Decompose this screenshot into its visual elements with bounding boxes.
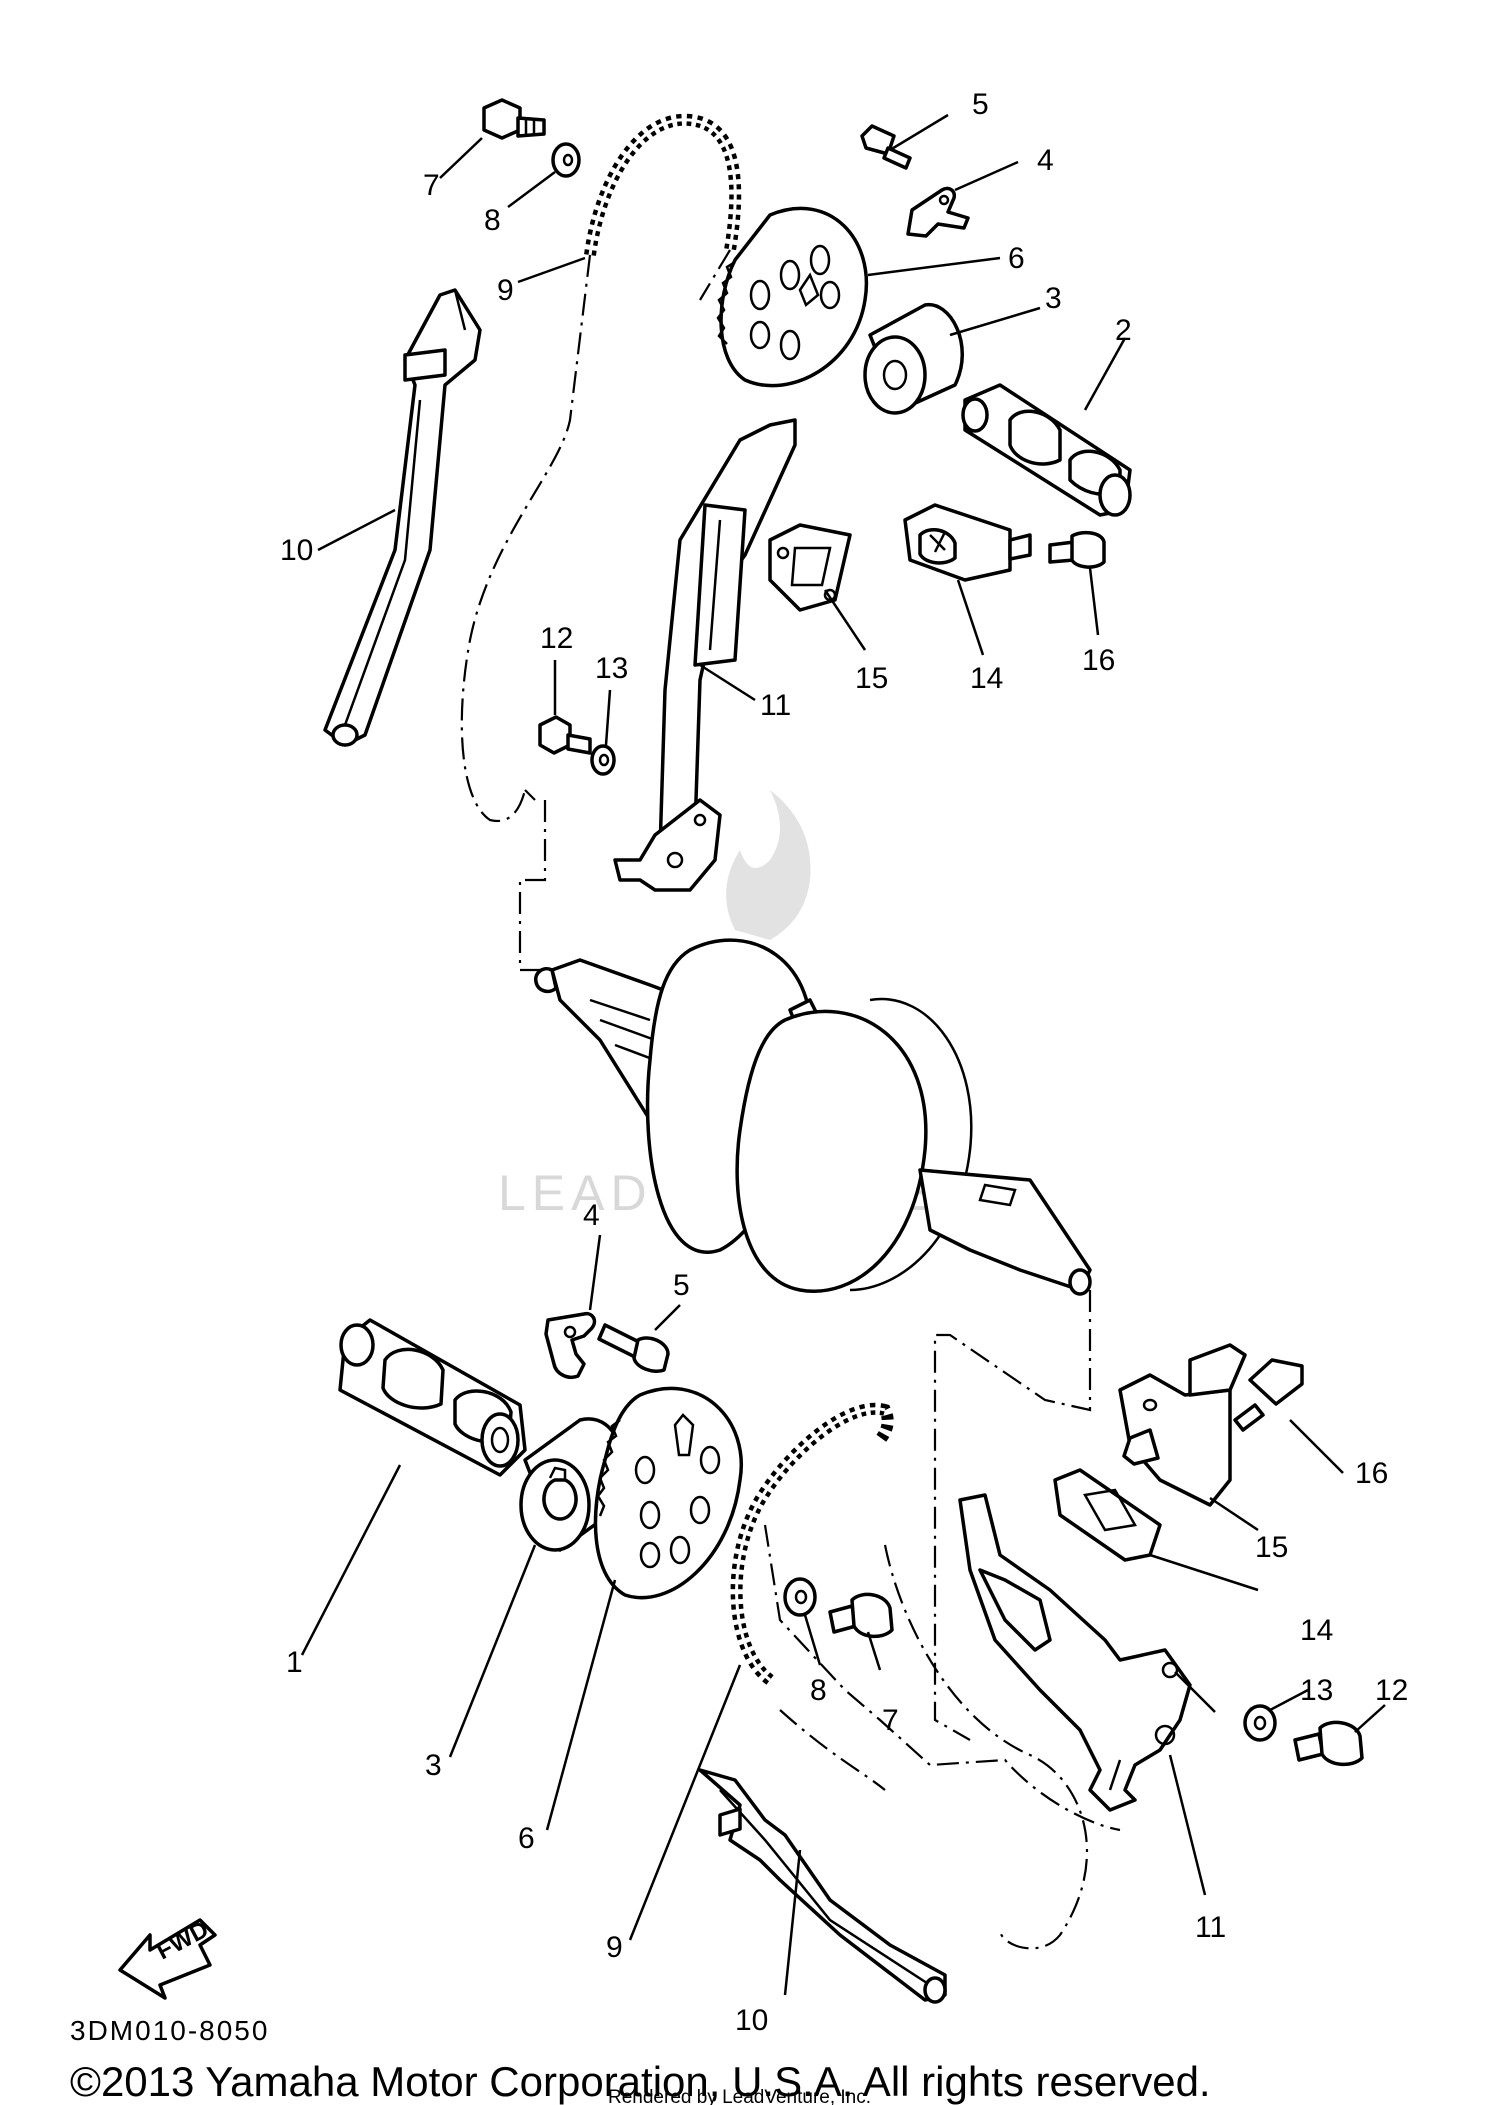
callout-9-lower: 9 <box>606 1931 623 1964</box>
part-6-cam-sprocket-lower <box>593 1386 743 1600</box>
callout-8-lower: 8 <box>810 1674 827 1707</box>
callout-11-upper: 11 <box>760 689 791 722</box>
part-8-washer-lower <box>783 1577 817 1617</box>
callout-13-upper: 13 <box>595 652 628 685</box>
part-16-bolt-upper <box>1048 530 1106 569</box>
part-10-chain-guide-lower <box>698 1768 947 2004</box>
callout-numbers-upper: 7 8 9 10 5 4 6 3 2 15 14 16 12 13 11 <box>280 88 1132 722</box>
part-11-guide-arm-upper <box>613 418 797 892</box>
part-11-guide-arm-lower <box>958 1493 1192 1812</box>
part-12-bolt-upper <box>538 715 592 755</box>
chain-path-lines <box>460 249 1121 1950</box>
part-3-collar-upper <box>863 303 965 415</box>
callout-7-lower: 7 <box>882 1704 899 1737</box>
part-14-tensioner-lower <box>1118 1343 1247 1507</box>
part-13-washer-upper <box>590 744 616 776</box>
part-10-chain-guide-upper <box>323 288 482 747</box>
callout-5-upper: 5 <box>972 88 989 121</box>
part-9-cam-chain-upper <box>584 113 742 256</box>
part-15-gasket-lower <box>1053 1468 1162 1562</box>
callout-4-lower: 4 <box>583 1199 600 1232</box>
part-5-bolt-lower <box>597 1323 670 1373</box>
part-12-bolt-lower <box>1293 1720 1364 1767</box>
callout-10-upper: 10 <box>280 534 313 567</box>
callout-14-lower: 14 <box>1300 1614 1333 1647</box>
part-14-tensioner-upper <box>903 503 1032 582</box>
callout-3-upper: 3 <box>1045 282 1062 315</box>
callout-1-lower: 1 <box>286 1646 303 1679</box>
part-5-bolt-upper <box>860 124 912 170</box>
callout-15-upper: 15 <box>855 662 888 695</box>
callout-2-upper: 2 <box>1115 314 1132 347</box>
callout-5-lower: 5 <box>673 1269 690 1302</box>
rendered-by: Rendered by LeadVenture, Inc. <box>608 2087 871 2105</box>
part-13-washer-lower <box>1243 1704 1277 1742</box>
part-8-washer-upper <box>551 142 581 178</box>
part-4-plate-lower <box>544 1311 597 1379</box>
callout-16-lower: 16 <box>1355 1457 1388 1490</box>
callout-8-upper: 8 <box>484 204 501 237</box>
part-9-cam-chain-lower <box>730 1402 894 1685</box>
diagram-code: 3DM010-8050 <box>70 2015 269 2046</box>
leader-lines <box>300 113 1386 1996</box>
copyright-notice: ©2013 Yamaha Motor Corporation, U.S.A. A… <box>70 2058 1211 2105</box>
callout-numbers-lower: 4 5 1 3 6 9 8 7 10 11 15 16 14 13 12 <box>286 1199 1408 2037</box>
part-15-gasket-upper <box>768 523 852 612</box>
part-16-bolt-lower <box>1233 1358 1304 1432</box>
part-7-bolt-upper <box>482 98 546 140</box>
callout-4-upper: 4 <box>1037 144 1054 177</box>
part-1-camshaft-lower <box>338 1318 527 1477</box>
callout-13-lower: 13 <box>1300 1674 1333 1707</box>
crankshaft <box>534 938 1092 1296</box>
callout-9-upper: 9 <box>497 274 514 307</box>
fwd-arrow-icon: FWD <box>118 1916 217 2000</box>
callout-3-lower: 3 <box>425 1749 442 1782</box>
callout-16-upper: 16 <box>1082 644 1115 677</box>
part-2-camshaft-upper <box>961 383 1132 517</box>
part-6-cam-sprocket-upper <box>716 206 869 388</box>
callout-12-upper: 12 <box>540 622 573 655</box>
callout-14-upper: 14 <box>970 662 1003 695</box>
callout-11-lower: 11 <box>1195 1911 1226 1944</box>
callout-12-lower: 12 <box>1375 1674 1408 1707</box>
callout-6-lower: 6 <box>518 1822 535 1855</box>
callout-6-upper: 6 <box>1008 242 1025 275</box>
part-7-bolt-lower <box>828 1592 894 1639</box>
part-4-plate-upper <box>906 186 970 238</box>
callout-15-lower: 15 <box>1255 1531 1288 1564</box>
callout-7-upper: 7 <box>423 169 440 202</box>
callout-10-lower: 10 <box>735 2004 768 2037</box>
